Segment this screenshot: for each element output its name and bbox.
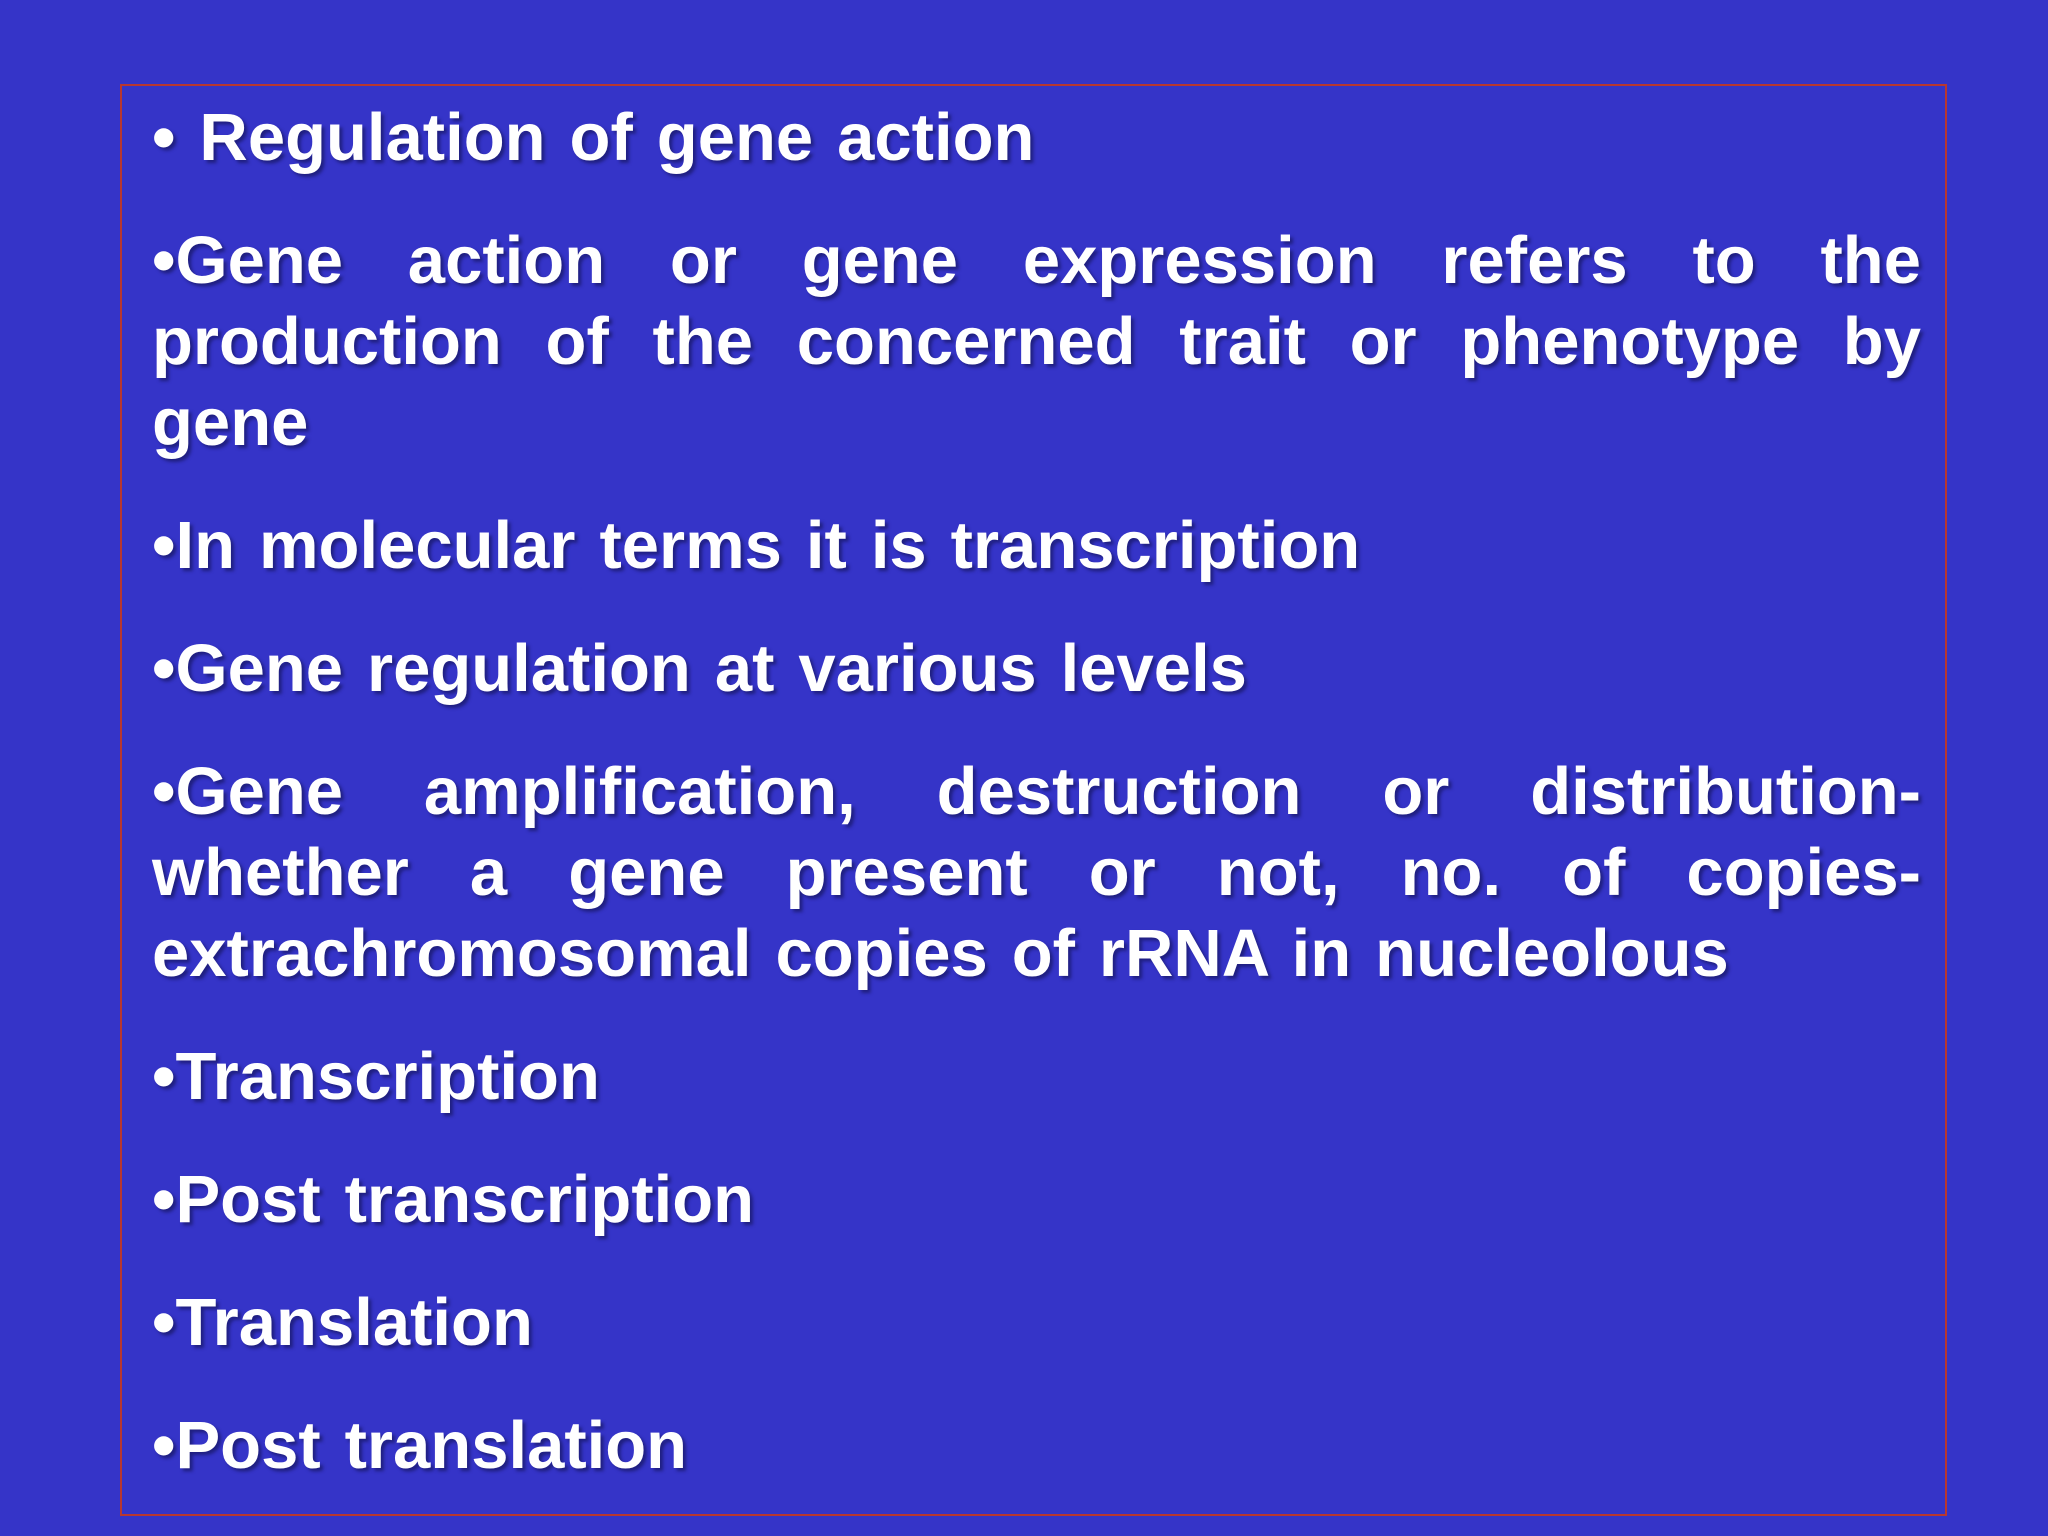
content-border-box: • Regulation of gene action •Gene action… [120,84,1947,1516]
bullet-item-gene-regulation-levels: •Gene regulation at various levels [152,631,1247,706]
bullet-item-post-transcription: •Post transcription [152,1162,755,1237]
bullet-item-post-translation: •Post translation [152,1408,688,1483]
bullet-item-regulation-of-gene-action: • Regulation of gene action [152,100,1035,175]
bullet-item-translation: •Translation [152,1285,533,1360]
bullet-item-molecular-terms: •In molecular terms it is transcription [152,508,1361,583]
bullet-item-gene-amplification: •Gene amplification, destruction or dist… [152,754,1921,991]
bullet-item-gene-action-definition: •Gene action or gene expression refers t… [152,223,1921,460]
bullet-list: • Regulation of gene action •Gene action… [152,97,1921,1486]
bullet-item-transcription: •Transcription [152,1039,600,1114]
